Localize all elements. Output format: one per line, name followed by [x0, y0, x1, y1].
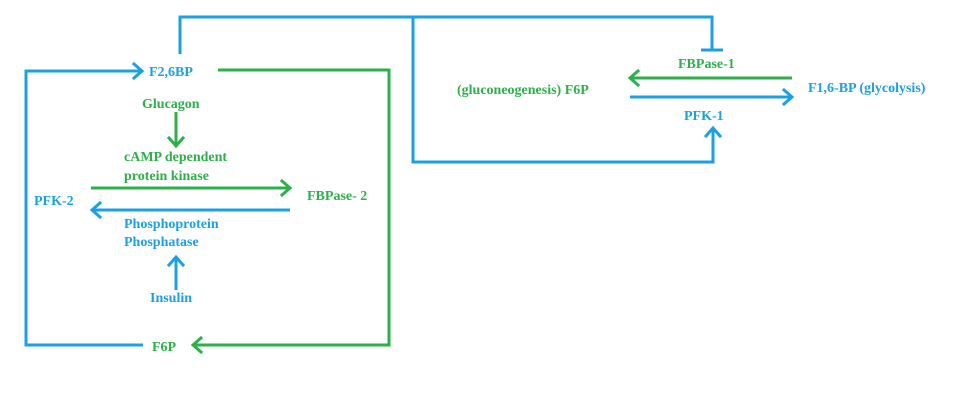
f26bp-to-fbpase1-inhibition-line — [178, 15, 714, 54]
f16bp-to-f6p-arrowhead — [627, 68, 641, 88]
gluconeogenesis-f6p-label: (gluconeogenesis) F6P — [457, 83, 589, 98]
f26bp-to-f6p-arrowhead — [190, 335, 204, 355]
insulin-label: Insulin — [150, 291, 192, 306]
f6p-to-f26bp-arrowhead — [131, 61, 145, 81]
pfk1-label: PFK-1 — [684, 109, 724, 124]
pka-to-fbpase2-arrowhead — [279, 178, 293, 198]
insulin-to-phosphatase-arrowhead — [166, 254, 186, 268]
phosphatase-label-1: Phosphoprotein — [124, 217, 219, 232]
phosphatase-label-2: Phosphatase — [124, 235, 199, 250]
fbpase2-label: FBPase- 2 — [307, 189, 367, 204]
fbpase1-label: FBPase-1 — [678, 57, 735, 72]
pfk2-label: PFK-2 — [34, 194, 74, 209]
f6p-to-f16bp-arrowhead — [781, 87, 795, 107]
f26bp-to-f6p-line — [193, 68, 391, 347]
f26bp-label: F2,6BP — [149, 65, 193, 80]
pfk1-activation-arrowhead — [703, 125, 723, 139]
phosphatase-to-pfk2-arrowhead — [89, 200, 103, 220]
camp-kinase-label-1: cAMP dependent — [124, 150, 227, 165]
glucagon-label: Glucagon — [142, 97, 200, 112]
f6p-to-f26bp-line — [24, 69, 143, 347]
glucagon-to-pka-arrowhead — [166, 135, 186, 149]
f26bp-to-pfk1-activation-line — [411, 17, 715, 164]
camp-kinase-label-2: protein kinase — [124, 169, 209, 184]
f6p-bottom-label: F6P — [152, 340, 177, 355]
f16bp-label: F1,6-BP (glycolysis) — [808, 81, 926, 96]
